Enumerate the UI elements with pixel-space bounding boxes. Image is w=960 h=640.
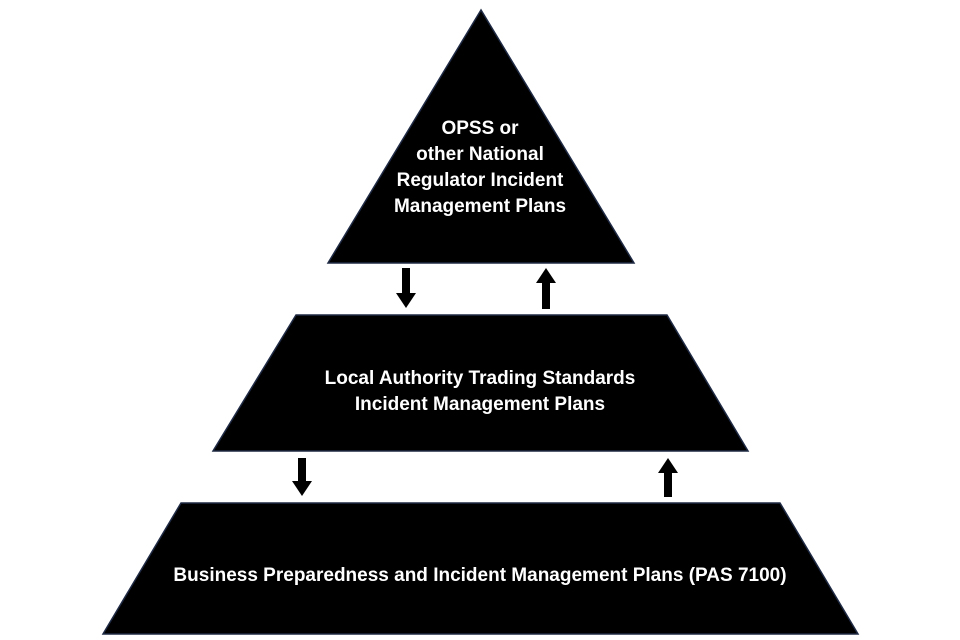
top-tier-line: OPSS or [441,118,519,139]
top-tier-line: Regulator Incident [396,170,564,191]
middle-tier-label: Local Authority Trading Standards Incide… [260,366,700,418]
middle-tier-line: Local Authority Trading Standards [324,368,636,389]
middle-tier-trapezoid [211,314,750,452]
bottom-tier-label: Business Preparedness and Incident Manag… [120,563,840,589]
top-tier-label: OPSS or other National Regulator Inciden… [360,116,600,220]
top-tier-line: other National [416,144,544,165]
top-tier-triangle [326,8,636,264]
bottom-tier-trapezoid [101,502,860,635]
top-tier-line: Management Plans [393,196,567,217]
down-arrow-top-to-middle [396,268,416,308]
middle-tier-line: Incident Management Plans [354,394,606,415]
up-arrow-bottom-to-middle [658,458,678,497]
down-arrow-middle-to-bottom [292,458,312,496]
bottom-tier-line: Business Preparedness and Incident Manag… [173,565,787,586]
up-arrow-middle-to-top [536,268,556,309]
